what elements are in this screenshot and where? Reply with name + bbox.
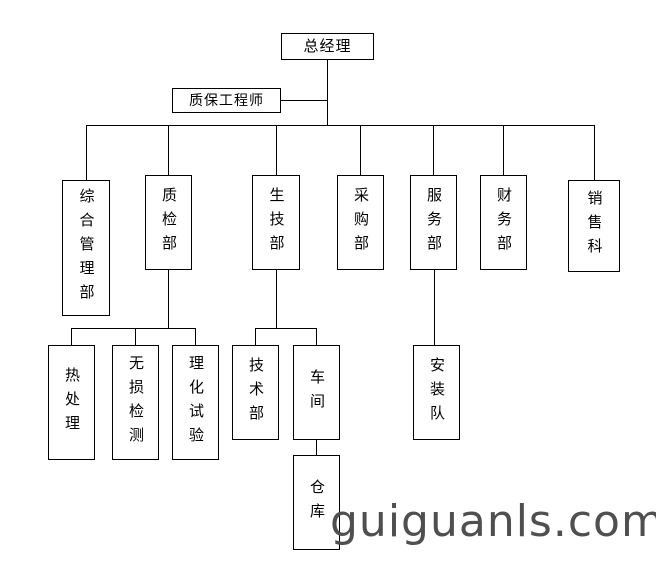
node-production-tech-dept: 生技部	[252, 175, 300, 270]
node-label: 生技部	[267, 186, 286, 259]
node-workshop: 车间	[293, 345, 340, 440]
edge-prodtech-spread	[255, 328, 317, 329]
node-general-manager: 总经理	[281, 33, 374, 60]
edge-main-horizontal	[86, 125, 595, 126]
node-finance-dept: 财务部	[480, 175, 527, 270]
node-label: 财务部	[495, 186, 513, 259]
node-service-dept: 服务部	[410, 175, 457, 270]
node-warehouse: 仓库	[293, 455, 340, 550]
edge-drop-quality	[168, 125, 169, 175]
edge-drop-ndt	[135, 328, 136, 345]
node-nondestructive-testing: 无损检测	[112, 345, 159, 460]
edge-qa-to-trunk	[281, 100, 327, 101]
edge-drop-workshop	[316, 328, 317, 345]
edge-drop-physchem	[195, 328, 196, 345]
node-technical-dept: 技术部	[232, 345, 279, 440]
node-label: 采购部	[352, 186, 370, 259]
node-label: 技术部	[247, 356, 265, 429]
edge-drop-purchasing	[360, 125, 361, 175]
edge-drop-prodtech	[276, 125, 277, 175]
node-label: 销售科	[585, 190, 604, 262]
node-label: 质保工程师	[189, 92, 264, 109]
node-physical-chemical-test: 理化试验	[172, 345, 219, 460]
node-purchasing-dept: 采购部	[337, 175, 384, 270]
node-installation-team: 安装队	[413, 345, 460, 440]
node-qa-engineer: 质保工程师	[172, 88, 281, 113]
edge-drop-heat	[71, 328, 72, 345]
edge-drop-service	[433, 125, 434, 175]
node-quality-inspection-dept: 质检部	[145, 175, 192, 270]
node-label: 总经理	[303, 37, 352, 55]
node-label: 无损检测	[127, 354, 145, 451]
node-label: 质检部	[160, 186, 178, 259]
edge-quality-spread	[71, 328, 196, 329]
node-label: 服务部	[425, 186, 443, 259]
edge-prodtech-down	[276, 270, 277, 328]
node-admin-dept: 综合管理部	[62, 180, 110, 316]
node-label: 安装队	[428, 356, 446, 429]
node-label: 综合管理部	[77, 188, 96, 308]
edge-drop-finance	[503, 125, 504, 175]
node-label: 理化试验	[187, 354, 205, 451]
watermark: guiguanls.com	[330, 496, 656, 547]
edge-drop-technical	[255, 328, 256, 345]
edge-quality-down	[168, 270, 169, 328]
edge-root-trunk	[327, 60, 328, 125]
edge-drop-admin	[86, 125, 87, 180]
node-label: 热处理	[63, 366, 81, 439]
node-sales-section: 销售科	[568, 180, 620, 272]
node-label: 车间	[308, 368, 326, 417]
edge-service-install	[434, 270, 435, 345]
node-label: 仓库	[308, 478, 326, 527]
node-heat-treatment: 热处理	[48, 345, 95, 460]
edge-drop-sales	[594, 125, 595, 180]
edge-workshop-warehouse	[316, 440, 317, 455]
